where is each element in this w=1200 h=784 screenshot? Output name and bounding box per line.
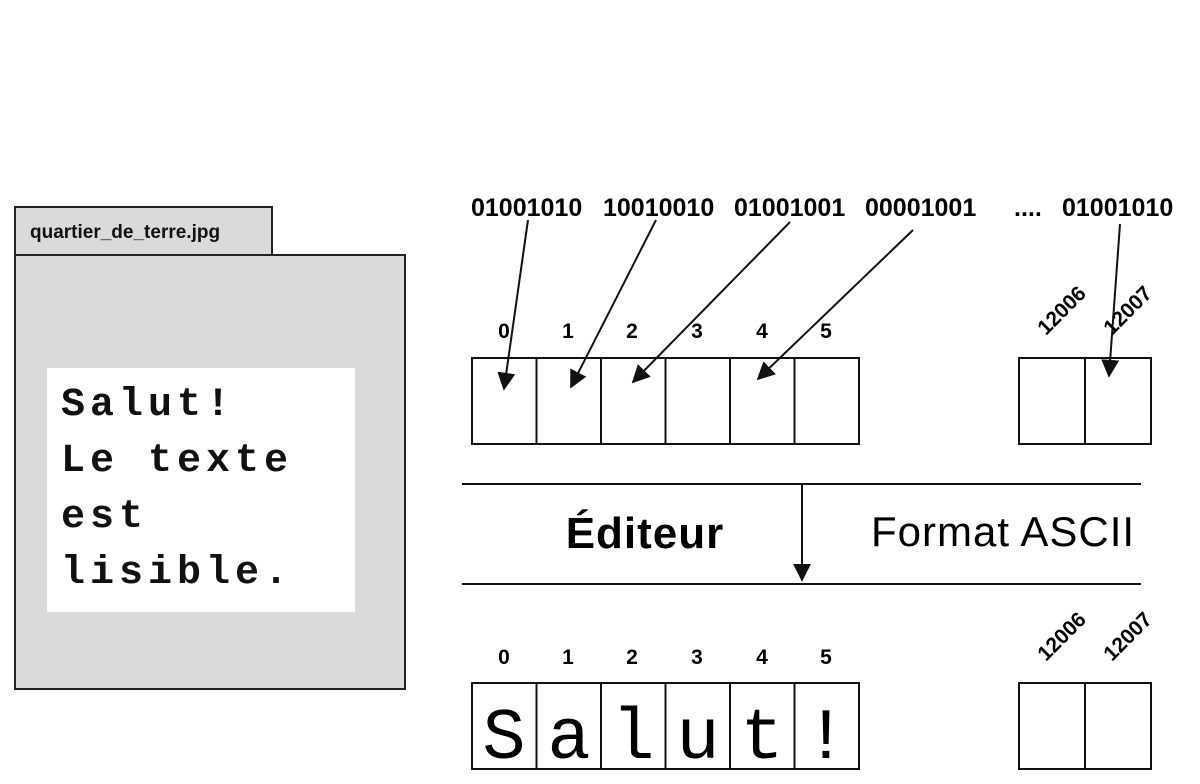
top-index-12006: 12006	[1033, 282, 1091, 340]
text-line-4: lisible.	[61, 551, 294, 596]
top-cell-3	[664, 357, 731, 445]
byte-0: 01001010	[471, 194, 582, 222]
bottom-index-1: 1	[562, 646, 574, 669]
arrow-byte-last	[1101, 223, 1121, 378]
bottom-index-3: 3	[691, 646, 703, 669]
top-index-1: 1	[562, 320, 574, 343]
top-cell-1	[535, 357, 602, 445]
top-memory-cells	[471, 357, 1152, 445]
editor-label: Éditeur	[566, 508, 725, 558]
bottom-cell-3	[664, 682, 731, 770]
file-name: quartier_de_terre.jpg	[30, 222, 221, 243]
top-index-2: 2	[626, 320, 638, 343]
bottom-index-2: 2	[626, 646, 638, 669]
byte-ellipsis: ....	[1014, 194, 1042, 222]
text-line-2: Le texte	[61, 439, 294, 484]
byte-2: 01001001	[734, 194, 845, 222]
byte-last: 01001010	[1062, 194, 1173, 222]
editor-format: Format ASCII	[871, 508, 1135, 555]
bottom-index-4: 4	[756, 646, 768, 669]
top-index-12007: 12007	[1099, 282, 1157, 340]
arrow-byte-3	[756, 229, 914, 381]
top-index-5: 5	[820, 320, 832, 343]
top-index-3: 3	[691, 320, 703, 343]
top-cell-12007	[1084, 357, 1152, 445]
top-index-4: 4	[756, 320, 768, 343]
top-cell-5	[793, 357, 860, 445]
char-5: !	[804, 698, 847, 780]
byte-arrows	[497, 219, 1121, 391]
file-folder: quartier_de_terre.jpg Salut! Le texte es…	[14, 206, 406, 690]
arrow-byte-1	[570, 219, 657, 389]
file-text-panel: Salut! Le texte est lisible.	[47, 368, 355, 612]
arrow-byte-0	[497, 219, 529, 391]
char-2: l	[611, 698, 654, 780]
arrow-byte-2	[631, 221, 791, 384]
bottom-cell-4	[729, 682, 796, 770]
char-0: S	[482, 698, 525, 780]
bottom-cell-2	[600, 682, 667, 770]
top-cell-2	[600, 357, 667, 445]
char-1: a	[547, 698, 590, 780]
byte-3: 00001001	[865, 194, 976, 222]
bottom-index-12007: 12007	[1099, 608, 1157, 666]
bottom-index-5: 5	[820, 646, 832, 669]
char-4: t	[740, 698, 783, 780]
bottom-index-12006: 12006	[1033, 608, 1091, 666]
bottom-cell-12007	[1084, 682, 1152, 770]
bottom-index-0: 0	[498, 646, 510, 669]
bottom-cell-12006	[1018, 682, 1086, 770]
byte-1: 10010010	[603, 194, 714, 222]
char-3: u	[676, 698, 719, 780]
top-cell-0	[471, 357, 538, 445]
top-index-0: 0	[498, 320, 510, 343]
top-cell-4	[729, 357, 796, 445]
bottom-memory-cells	[471, 682, 1152, 770]
folder-tab: quartier_de_terre.jpg	[14, 206, 273, 254]
text-line-1: Salut!	[61, 383, 236, 428]
bottom-cell-5	[793, 682, 860, 770]
top-cell-12006	[1018, 357, 1086, 445]
text-line-3: est	[61, 495, 149, 540]
